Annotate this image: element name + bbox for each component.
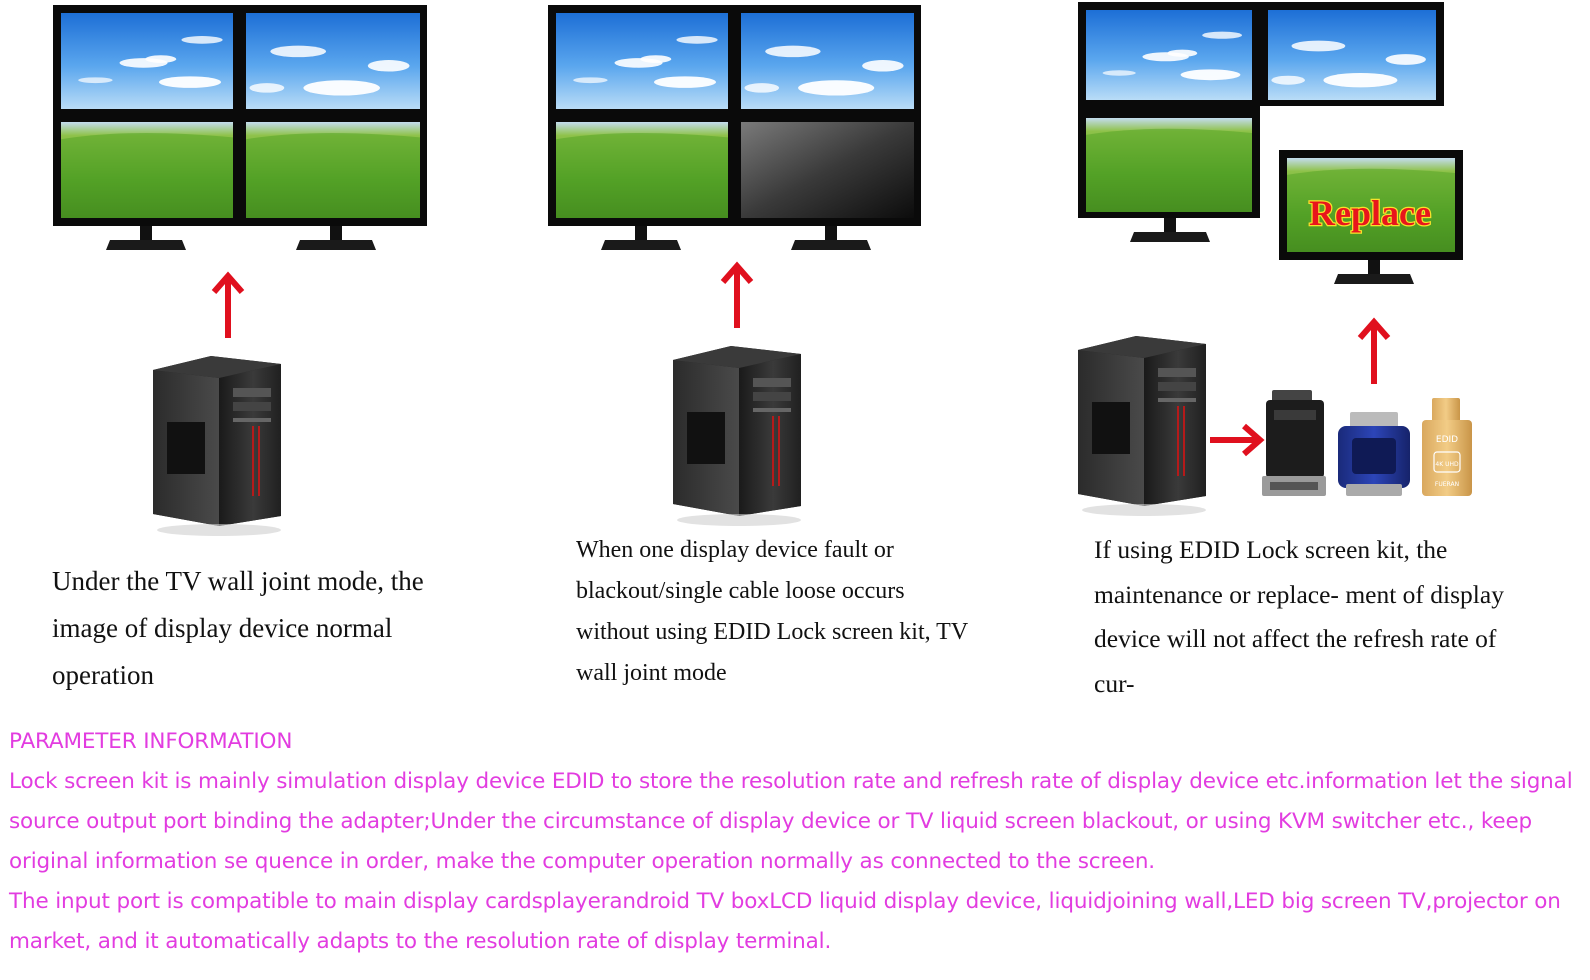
caption-line: If using EDID Lock screen kit, [1094, 535, 1410, 564]
monitor-stand [601, 226, 681, 250]
dvi-adapter-icon [1262, 390, 1326, 496]
screen-hill-2a [556, 122, 728, 218]
adapter-edid-label: EDID [1436, 435, 1458, 445]
adapter-uhd-label: 4K UHD [1435, 461, 1459, 468]
screen-blackout [741, 122, 914, 218]
screen-hill-1b [246, 122, 420, 218]
caption-line: the image of display device [52, 566, 424, 643]
replace-label: Replace [1309, 193, 1431, 233]
monitor-stand [296, 226, 376, 250]
computer-tower-icon [672, 345, 802, 527]
caption-line: occurs without using EDID Lock [576, 578, 905, 645]
screen-sky-3a [1086, 10, 1252, 100]
computer-tower-icon [152, 355, 282, 537]
parameter-line: market, and it automatically adapts to t… [9, 929, 832, 954]
caption-panel-1: Under the TV wall joint mode, the image … [52, 558, 472, 699]
caption-panel-3: If using EDID Lock screen kit, the maint… [1094, 528, 1514, 706]
monitor-stand [1334, 260, 1414, 284]
parameter-line: original information se quence in order,… [9, 849, 1155, 874]
parameter-line: source output port binding the adapter;U… [9, 809, 1533, 834]
panel-1-video-wall [53, 5, 427, 250]
adapter-brand-label: FUERAN [1435, 481, 1459, 488]
screen-sky-2a [556, 13, 728, 109]
screen-sky-3b [1268, 10, 1436, 100]
parameter-line: The input port is compatible to main dis… [9, 889, 1561, 914]
up-arrow-icon [723, 266, 751, 328]
panel-3-video-wall: Replace [1078, 2, 1463, 284]
monitor-stand [791, 226, 871, 250]
screen-sky-1b [246, 13, 420, 109]
caption-line: the maintenance or replace- [1094, 535, 1448, 609]
screen-hill-1a [61, 122, 233, 218]
right-arrow-icon [1210, 423, 1265, 457]
caption-line: or blackout/single cable loose [576, 537, 894, 604]
monitor-stand [106, 226, 186, 250]
computer-tower-icon [1077, 335, 1207, 517]
monitor-stand [1130, 218, 1210, 242]
panel-2-video-wall [548, 5, 921, 250]
caption-line: screen kit, TV wall joint mode [576, 619, 968, 686]
up-arrow-icon [214, 276, 242, 338]
parameter-heading: PARAMETER INFORMATION [9, 729, 293, 754]
parameter-section: PARAMETER INFORMATION Lock screen kit is… [9, 722, 1579, 962]
up-arrow-icon [1360, 322, 1388, 384]
vga-adapter-icon [1338, 412, 1410, 496]
caption-line: Under the TV wall joint mode, [52, 566, 384, 596]
edid-hdmi-adapter-icon: EDID 4K UHD FUERAN [1422, 398, 1472, 496]
caption-panel-2: When one display device fault or blackou… [576, 530, 976, 694]
caption-line: When one display device fault [576, 537, 868, 563]
caption-line: ment of display device will not [1094, 579, 1504, 654]
screen-sky-2b [741, 13, 914, 109]
parameter-line: Lock screen kit is mainly simulation dis… [9, 769, 1573, 794]
caption-line: affect the refresh rate of cur- [1094, 624, 1497, 698]
screen-hill-3a [1086, 118, 1252, 212]
screen-sky-1a [61, 13, 233, 109]
caption-line: normal operation [52, 613, 393, 690]
